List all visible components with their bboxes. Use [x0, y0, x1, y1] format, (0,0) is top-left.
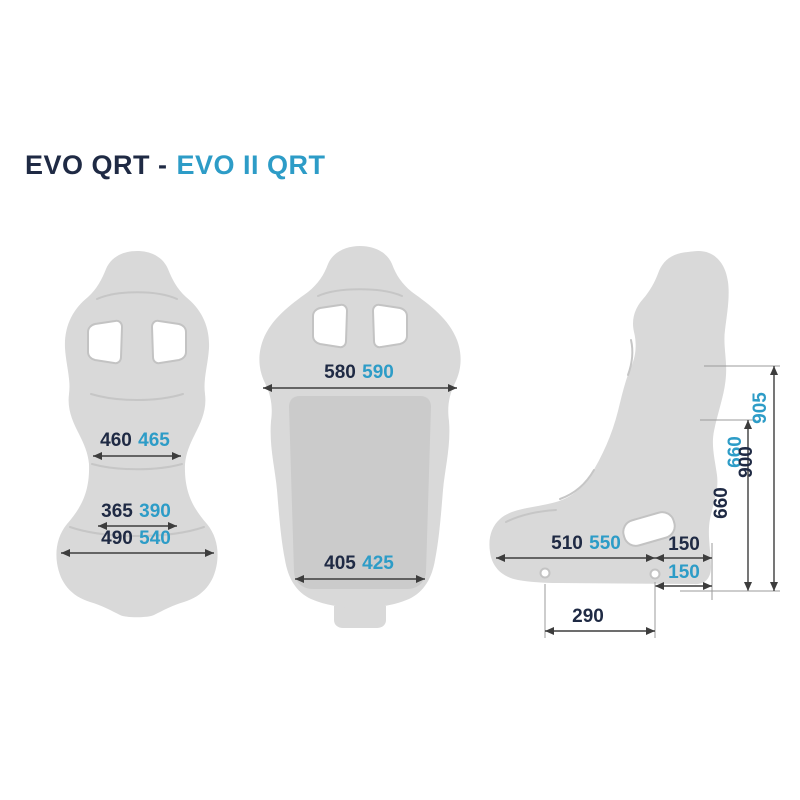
front-full-seat-inner-panel [289, 396, 431, 589]
dim-value-shoulder-evo: 460 [100, 430, 132, 451]
dim-value-depth-evo: 510 [551, 533, 583, 554]
dim-value-mount-spacing: 290 [572, 606, 604, 627]
dim-value-bottom-evo2: 425 [362, 553, 394, 574]
front-seat-chest-seam [90, 393, 184, 401]
dim-value-top-evo2: 590 [362, 362, 394, 383]
page-title: EVO QRT - EVO II QRT [25, 150, 326, 181]
dim-value-offset-lower: 150 [668, 562, 700, 583]
front-seat-left-harness-hole [87, 319, 124, 365]
side-seat-rear-bolt-hole [649, 568, 661, 580]
side-view-seat [489, 251, 729, 585]
front-view-dimensions: 460 465 365 390 490 540 [61, 430, 214, 557]
side-seat-lumbar-seam [559, 469, 595, 500]
dim-value-top-evo: 580 [324, 362, 356, 383]
front-full-seat-shoulder-seam [317, 288, 403, 297]
dim-value-height-evo2: 905 [750, 392, 771, 424]
dim-value-depth-evo2: 550 [589, 533, 621, 554]
front-full-seat-right-harness-hole [371, 303, 408, 349]
dim-value-base-evo: 490 [101, 528, 133, 549]
side-seat-shoulder-seam [627, 339, 634, 376]
front-full-seat-left-harness-hole [312, 303, 349, 349]
front-seat-right-harness-hole [150, 319, 187, 365]
front-seat-shoulder-seam [96, 291, 178, 300]
dim-value-offset-upper: 150 [668, 534, 700, 555]
dim-value-cushion-inner-evo: 365 [101, 501, 133, 522]
dim-value-backrest-evo2: 660 [725, 436, 746, 468]
side-seat-cushion-seam [505, 509, 557, 523]
dim-value-height-evo: 900 [736, 446, 757, 478]
front-full-view-dimensions: 580 590 405 425 [263, 362, 457, 583]
title-model-evo2-qrt: EVO II QRT [176, 150, 326, 180]
side-seat-front-bolt-hole [539, 567, 551, 579]
title-model-evo-qrt: EVO QRT - [25, 150, 168, 180]
side-seat-body [489, 251, 729, 585]
front-full-seat-bottom-tab [334, 606, 386, 628]
front-seat-body [56, 251, 218, 618]
side-view-dimensions: 510 550 150 150 290 660 660 900 905 [496, 365, 780, 638]
dim-value-shoulder-evo2: 465 [138, 430, 170, 451]
front-full-view-seat [259, 246, 461, 628]
dim-value-cushion-inner-evo2: 390 [139, 501, 171, 522]
front-seat-hip-seam [69, 526, 205, 537]
dim-value-base-evo2: 540 [139, 528, 171, 549]
dim-value-bottom-evo: 405 [324, 553, 356, 574]
side-seat-side-mount-hole [622, 511, 676, 547]
dim-value-backrest-evo: 660 [711, 487, 732, 519]
front-seat-waist-seam [91, 463, 183, 471]
front-view-seat [56, 251, 218, 618]
